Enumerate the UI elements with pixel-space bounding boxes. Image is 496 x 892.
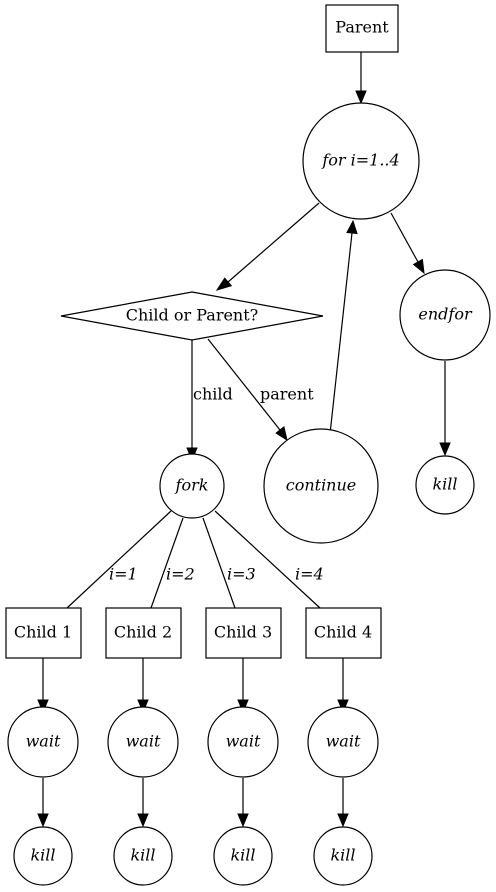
node-kill-3-label: kill (230, 846, 255, 865)
edge-label-parent: parent (260, 385, 314, 404)
arrowhead-icon (412, 258, 425, 275)
node-child-3-label: Child 3 (214, 623, 272, 642)
node-wait-4: wait (307, 706, 379, 778)
node-wait-1: wait (7, 706, 79, 778)
edge-label-i3: i=3 (227, 565, 256, 584)
arrowhead-icon (337, 699, 349, 714)
node-child-1-label: Child 1 (14, 623, 72, 642)
edge-label-i1: i=1 (109, 565, 138, 584)
node-decision: Child or Parent? (60, 291, 324, 341)
nodes: Parent for i=1..4 Child or Parent? endfo… (5, 4, 491, 886)
node-continue-label: continue (286, 476, 357, 495)
node-fork: fork (159, 453, 225, 519)
node-child-1: Child 1 (5, 607, 82, 659)
node-wait-2-label: wait (126, 732, 161, 751)
node-wait-2: wait (107, 706, 179, 778)
node-child-2: Child 2 (105, 607, 182, 659)
node-wait-1-label: wait (26, 732, 61, 751)
node-parent-label: Parent (335, 18, 389, 37)
node-fork-label: fork (175, 476, 209, 495)
node-endfor-label: endfor (418, 305, 473, 324)
edge-fork-to-child-3 (202, 517, 236, 609)
edge-label-i4: i=4 (295, 565, 324, 584)
node-child-4: Child 4 (305, 607, 382, 659)
arrowhead-icon (275, 426, 288, 442)
arrowhead-icon (346, 219, 358, 235)
node-kill-4: kill (313, 826, 373, 886)
node-child-3: Child 3 (205, 607, 282, 659)
edge-fork-to-child-2 (150, 517, 184, 609)
node-wait-4-label: wait (326, 732, 361, 751)
edges (37, 52, 451, 828)
arrowhead-icon (337, 813, 349, 828)
node-kill-2-label: kill (130, 846, 155, 865)
arrowhead-icon (215, 277, 233, 291)
edge-continue-to-for (329, 232, 353, 435)
edge-fork-to-child-1 (66, 510, 172, 609)
arrowhead-icon (37, 699, 49, 714)
node-decision-label: Child or Parent? (126, 306, 259, 325)
arrowhead-icon (137, 813, 149, 828)
node-for-loop: for i=1..4 (302, 102, 420, 220)
edge-label-child: child (193, 385, 233, 404)
node-child-2-label: Child 2 (114, 623, 172, 642)
edge-for-to-endfor (390, 212, 419, 263)
arrowhead-icon (237, 699, 249, 714)
node-wait-3-label: wait (226, 732, 261, 751)
node-continue: continue (263, 428, 379, 544)
node-kill-1-label: kill (30, 846, 55, 865)
node-wait-3: wait (207, 706, 279, 778)
node-kill-1: kill (13, 826, 73, 886)
arrowhead-icon (237, 813, 249, 828)
node-kill-parent: kill (415, 455, 475, 515)
node-for-loop-label: for i=1..4 (321, 151, 399, 170)
node-kill-parent-label: kill (432, 475, 457, 494)
node-kill-4-label: kill (330, 846, 355, 865)
node-endfor: endfor (399, 269, 491, 361)
edge-for-to-decision (227, 202, 320, 283)
arrowhead-icon (137, 699, 149, 714)
node-kill-3: kill (213, 826, 273, 886)
node-kill-2: kill (113, 826, 173, 886)
edge-decision-to-continue (207, 338, 281, 431)
edge-label-i2: i=2 (166, 565, 195, 584)
node-child-4-label: Child 4 (314, 623, 372, 642)
arrowhead-icon (355, 90, 367, 105)
arrowhead-icon (439, 442, 451, 457)
edge-fork-to-child-4 (214, 510, 321, 609)
edge-labels: child parent i=1 i=2 i=3 i=4 (109, 385, 324, 584)
arrowhead-icon (37, 813, 49, 828)
node-parent: Parent (325, 4, 399, 53)
